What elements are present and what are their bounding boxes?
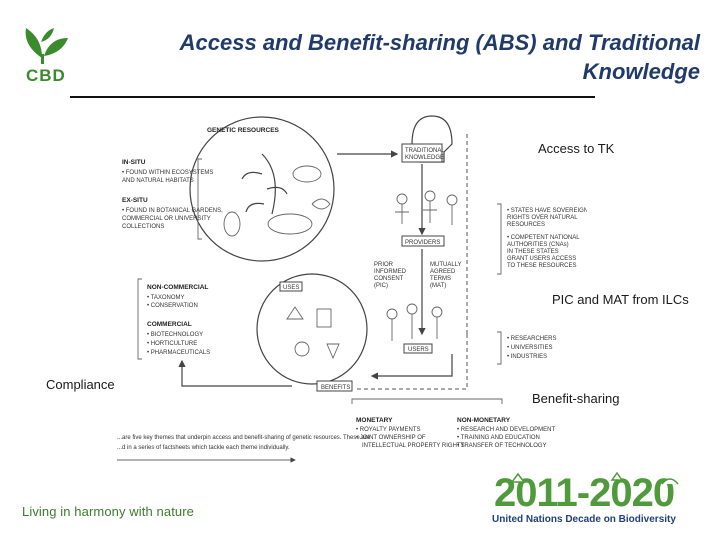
monetary-item-2: • JOINT OWNERSHIP OF [356, 435, 426, 441]
users-item-1: • RESEARCHERS [507, 336, 556, 342]
compliance-label: Compliance [46, 377, 115, 392]
abs-diagram: GENETIC RESOURCES IN-SITU • FOUND WITHIN… [112, 104, 588, 474]
slide-title-line1: Access and Benefit-sharing (ABS) and Tra… [179, 30, 700, 55]
non-monetary-item-2: • TRAINING AND EDUCATION [457, 435, 540, 441]
title-divider [70, 96, 595, 98]
commercial-label: COMMERCIAL [147, 321, 192, 328]
ex-situ-text: • FOUND IN BOTANICAL GARDENS,COMMERCIAL … [122, 208, 223, 230]
non-commercial-item-1: • TAXONOMY [147, 295, 185, 301]
commercial-item-3: • PHARMACEUTICALS [147, 350, 210, 356]
non-commercial-label: NON-COMMERCIAL [147, 284, 208, 291]
lab-sketch-icon [286, 306, 340, 360]
users-item-2: • UNIVERSITIES [507, 345, 552, 351]
caption-line1: ...are five key themes that underpin acc… [117, 435, 371, 441]
slide-title: Access and Benefit-sharing (ABS) and Tra… [110, 28, 700, 86]
plant-sketch-icon [241, 153, 288, 215]
caption-line2: ...d in a series of factsheets which tac… [117, 445, 290, 451]
non-commercial-item-2: • CONSERVATION [147, 303, 198, 309]
users-sketch-icon [386, 303, 443, 341]
benefits-label: BENEFITS [321, 385, 350, 391]
non-monetary-item-3: • TRANSFER OF TECHNOLOGY [457, 443, 547, 449]
providers-label: PROVIDERS [405, 240, 440, 246]
non-monetary-label: NON-MONETARY [457, 417, 511, 424]
people-sketch-icon [395, 190, 458, 225]
pic-mat-label: PIC and MAT from ILCs [552, 292, 689, 307]
decade-caption: United Nations Decade on Biodiversity [492, 514, 676, 525]
monetary-item-3: INTELLECTUAL PROPERTY RIGHTS [362, 443, 465, 449]
uses-label: USES [283, 285, 299, 291]
users-label: USERS [408, 347, 429, 353]
access-to-tk-label: Access to TK [538, 141, 615, 156]
monetary-item-1: • ROYALTY PAYMENTS [356, 427, 421, 433]
non-monetary-item-1: • RESEARCH AND DEVELOPMENT [457, 427, 555, 433]
genetic-resources-label: GENETIC RESOURCES [207, 127, 280, 134]
head-sketch-icon [411, 115, 453, 163]
petri-dish-icon [267, 213, 313, 235]
commercial-item-1: • BIOTECHNOLOGY [147, 332, 203, 338]
cbd-logo: CBD [14, 18, 72, 88]
ex-situ-label: EX-SITU [122, 197, 148, 204]
users-item-3: • INDUSTRIES [507, 354, 547, 360]
commercial-item-2: • HORTICULTURE [147, 341, 197, 347]
uses-circle [256, 273, 368, 385]
decade-logo: 2011-2020 [492, 470, 697, 522]
slide-title-line2: Knowledge [582, 59, 700, 84]
benefit-sharing-label: Benefit-sharing [532, 391, 620, 406]
cbd-leaf-icon [25, 28, 68, 64]
in-situ-label: IN-SITU [122, 159, 146, 166]
footer-tagline: Living in harmony with nature [22, 504, 194, 519]
decade-logo-icon: 2011-2020 [494, 471, 679, 515]
animal-sketch-icon [292, 165, 322, 183]
monetary-label: MONETARY [356, 417, 393, 424]
cbd-logo-text: CBD [26, 66, 66, 85]
decade-years-text: 2011-2020 [494, 471, 674, 514]
genetic-resources-circle [189, 116, 335, 262]
insect-sketch-icon [311, 198, 331, 210]
